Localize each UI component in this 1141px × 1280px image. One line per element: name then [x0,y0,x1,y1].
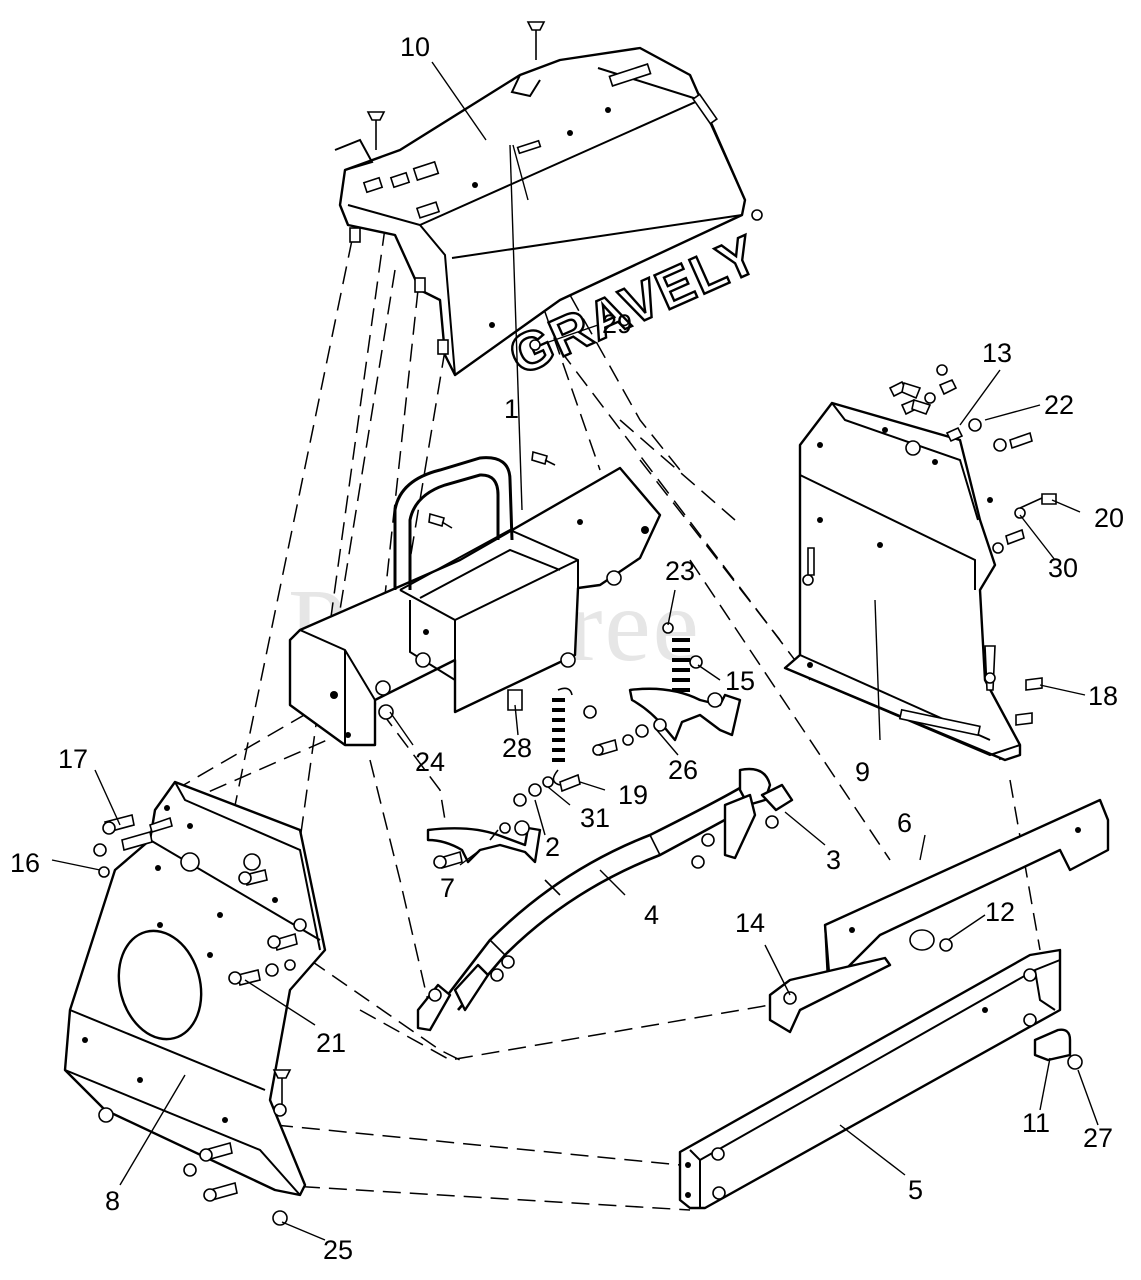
callout-13: 13 [982,338,1012,368]
callout-8: 8 [105,1186,120,1216]
callout-25: 25 [323,1235,353,1265]
callout-19: 19 [618,780,648,810]
callout-1: 1 [504,394,519,424]
callout-30: 30 [1048,553,1078,583]
callout-27: 27 [1083,1123,1113,1153]
lever-part-26 [592,687,742,757]
clamp-part-12 [909,929,953,952]
lever-part-7 [426,820,542,870]
callout-22: 22 [1044,390,1074,420]
callout-26: 26 [668,755,698,785]
callout-17: 17 [58,744,88,774]
springs [552,622,703,786]
callout-12: 12 [985,897,1015,927]
callout-23: 23 [665,556,695,586]
leader-lines [51,61,1099,1241]
lower-bar-part-5 [678,948,1062,1210]
callout-20: 20 [1094,503,1124,533]
bracket-part-14 [768,956,892,1034]
callout-2: 2 [545,832,560,862]
callout-5: 5 [908,1175,923,1205]
callout-29: 29 [602,309,632,339]
callout-10: 10 [400,32,430,62]
cover-bolts [366,21,763,351]
callouts: 10 29 13 22 1 20 30 23 15 18 28 24 26 9 … [10,32,1124,1265]
callout-6: 6 [897,808,912,838]
callout-11: 11 [1022,1108,1050,1138]
callout-7: 7 [440,873,455,903]
right-plate-hardware [802,364,1057,726]
bracket-hardware [375,450,622,720]
callout-18: 18 [1088,681,1118,711]
callout-24: 24 [415,747,445,777]
console-cover-part-10: GRAVELY [334,46,769,388]
callout-15: 15 [725,666,755,696]
right-plate-part-9 [783,401,1022,762]
callout-14: 14 [735,908,765,938]
callout-28: 28 [502,733,532,763]
callout-21: 21 [316,1028,346,1058]
callout-31: 31 [580,803,610,833]
lever-pivot-hardware [513,773,581,807]
cross-bar-part-6 [823,798,1110,987]
callout-4: 4 [644,900,659,930]
left-plate-part-8 [63,780,327,1197]
tube-handle-part-4 [416,767,794,1032]
callout-16: 16 [10,848,40,878]
callout-3: 3 [826,845,841,875]
handle-bracket-part-1 [288,456,662,747]
clip-part-11 [1033,1028,1083,1070]
callout-9: 9 [855,757,870,787]
